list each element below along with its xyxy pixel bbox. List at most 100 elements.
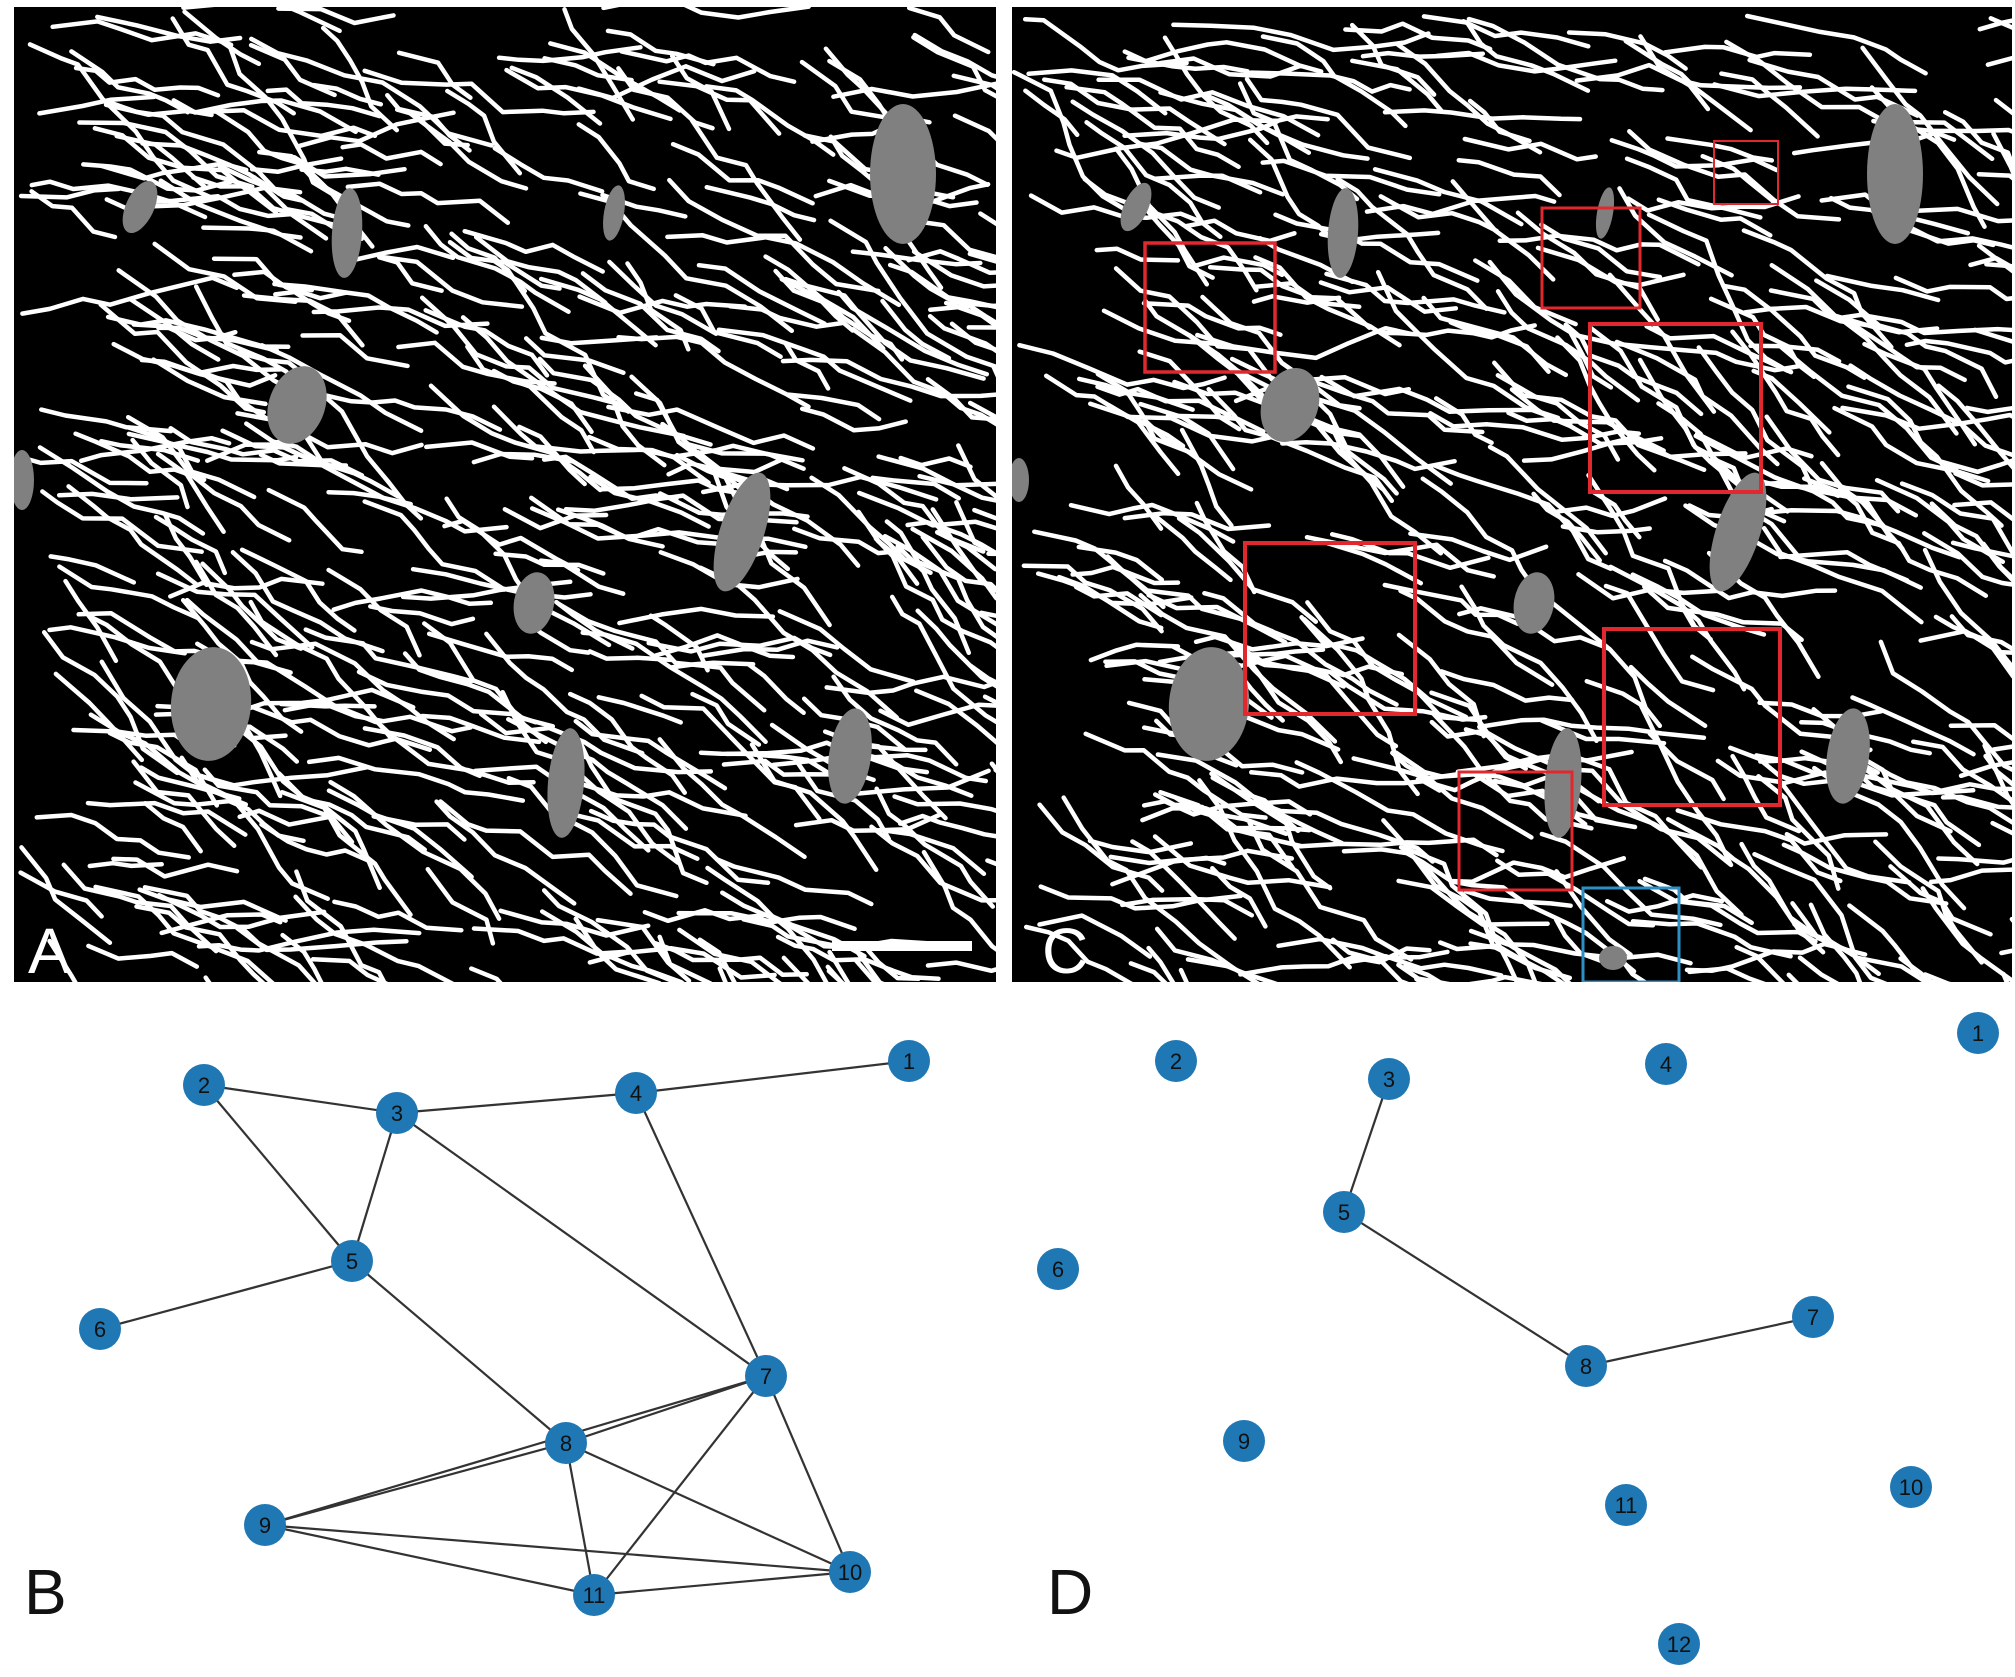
neurite-path	[329, 492, 507, 531]
soma-shape	[1540, 727, 1585, 840]
neurite-path	[269, 490, 362, 552]
neurite-path	[1742, 844, 1808, 930]
soma-shape	[1593, 186, 1618, 240]
neurite-path	[32, 191, 115, 237]
graph-edge-9-8	[265, 1443, 566, 1525]
neurite-path	[1539, 576, 1660, 726]
graph-node-label-5: 5	[346, 1249, 358, 1274]
neurite-path	[66, 581, 116, 661]
graph-edge-3-7	[397, 1113, 766, 1376]
graph-node-label-12: 12	[1667, 1632, 1691, 1657]
neurite-path	[467, 347, 593, 452]
neurite-path	[1938, 858, 2012, 863]
neurite-path	[471, 969, 612, 982]
soma-shape	[1012, 458, 1029, 502]
soma-shape	[1599, 946, 1627, 970]
soma-shape	[870, 104, 936, 244]
neurite-path	[672, 56, 729, 129]
neurite-path	[1744, 231, 1891, 348]
neurite-path	[1721, 74, 1817, 137]
graph-node-label-1: 1	[903, 1049, 915, 1074]
neurite-path	[1538, 248, 1684, 285]
neurite-path	[59, 494, 177, 499]
graph-node-label-11: 11	[1615, 1493, 1638, 1518]
panel-a-image: A	[14, 7, 996, 982]
neurite-path	[1971, 243, 2013, 278]
neurite-path	[1363, 53, 1483, 57]
neurite-path	[1064, 798, 1235, 969]
graph-node-label-8: 8	[1580, 1354, 1592, 1379]
neurite-path	[802, 409, 906, 430]
neurite-path	[88, 946, 196, 967]
panel-c-image: C	[1012, 7, 2012, 982]
neurite-path	[334, 591, 491, 610]
graph-edge-5-8	[1344, 1212, 1586, 1366]
graph-edge-9-11	[265, 1525, 594, 1595]
neurite-path	[1251, 73, 1409, 92]
graph-node-label-2: 2	[198, 1073, 210, 1098]
graph-node-label-3: 3	[1383, 1067, 1395, 1092]
neurite-path	[1475, 261, 1575, 325]
neurite-path	[928, 963, 996, 971]
neurite-path	[1091, 645, 1178, 660]
neurite-path	[399, 53, 470, 98]
panel-a-letter: A	[28, 919, 71, 982]
panel-c-neurite-drawing	[1012, 7, 2012, 982]
panel-b-letter: B	[24, 1560, 67, 1624]
neurite-path	[334, 902, 461, 930]
neurite-path	[1108, 557, 1273, 632]
graph-node-label-4: 4	[630, 1081, 642, 1106]
graph-edge-4-7	[636, 1093, 766, 1376]
panel-a-neurite-drawing	[14, 7, 996, 982]
graph-edge-5-8	[352, 1261, 566, 1443]
neurite-path	[1459, 160, 1560, 195]
graph-edge-3-5	[352, 1113, 397, 1261]
graph-edge-7-10	[766, 1376, 850, 1572]
graph-edge-3-5	[1344, 1079, 1389, 1212]
graph-node-label-1: 1	[1972, 1021, 1984, 1046]
neurite-path	[1747, 16, 1925, 73]
soma-shape	[329, 187, 365, 279]
graph-edge-4-1	[636, 1061, 909, 1093]
graph-edge-2-3	[204, 1085, 397, 1113]
neurite-group	[19, 7, 996, 982]
neurite-group	[1014, 16, 2012, 982]
panel-c-letter: C	[1042, 919, 1088, 982]
neurite-path	[41, 410, 171, 432]
neurite-path	[667, 235, 899, 304]
neurite-path	[909, 8, 988, 52]
panel-d-letter: D	[1047, 1560, 1093, 1624]
neurite-path	[2001, 944, 2012, 957]
graph-node-label-6: 6	[94, 1317, 106, 1342]
neurite-path	[780, 611, 913, 681]
neurite-path	[1587, 681, 1731, 864]
neurite-path	[1787, 834, 1886, 843]
neurite-path	[106, 105, 211, 115]
graph-node-label-7: 7	[1807, 1305, 1819, 1330]
graph-edge-8-7	[1586, 1317, 1813, 1366]
neurite-path	[251, 45, 335, 95]
neurite-path	[994, 367, 997, 502]
soma-shape	[1325, 187, 1361, 279]
neurite-path	[22, 278, 236, 314]
neurite-path	[348, 184, 508, 223]
neurite-path	[1881, 642, 2012, 775]
graph-node-label-11: 11	[583, 1583, 606, 1608]
neurite-path	[604, 7, 809, 18]
neurite-path	[1979, 174, 2012, 201]
graph-node-label-6: 6	[1052, 1257, 1064, 1282]
scale-bar	[832, 941, 972, 951]
graph-node-label-7: 7	[760, 1364, 772, 1389]
neurite-path	[1993, 823, 2012, 858]
neurite-path	[206, 978, 356, 982]
neurite-path	[1951, 725, 2012, 762]
graph-node-label-2: 2	[1170, 1049, 1182, 1074]
graph-edge-8-11	[566, 1443, 594, 1595]
graph-edge-5-6	[100, 1261, 352, 1329]
graph-node-label-10: 10	[838, 1560, 862, 1585]
graph-edge-3-4	[397, 1093, 636, 1113]
